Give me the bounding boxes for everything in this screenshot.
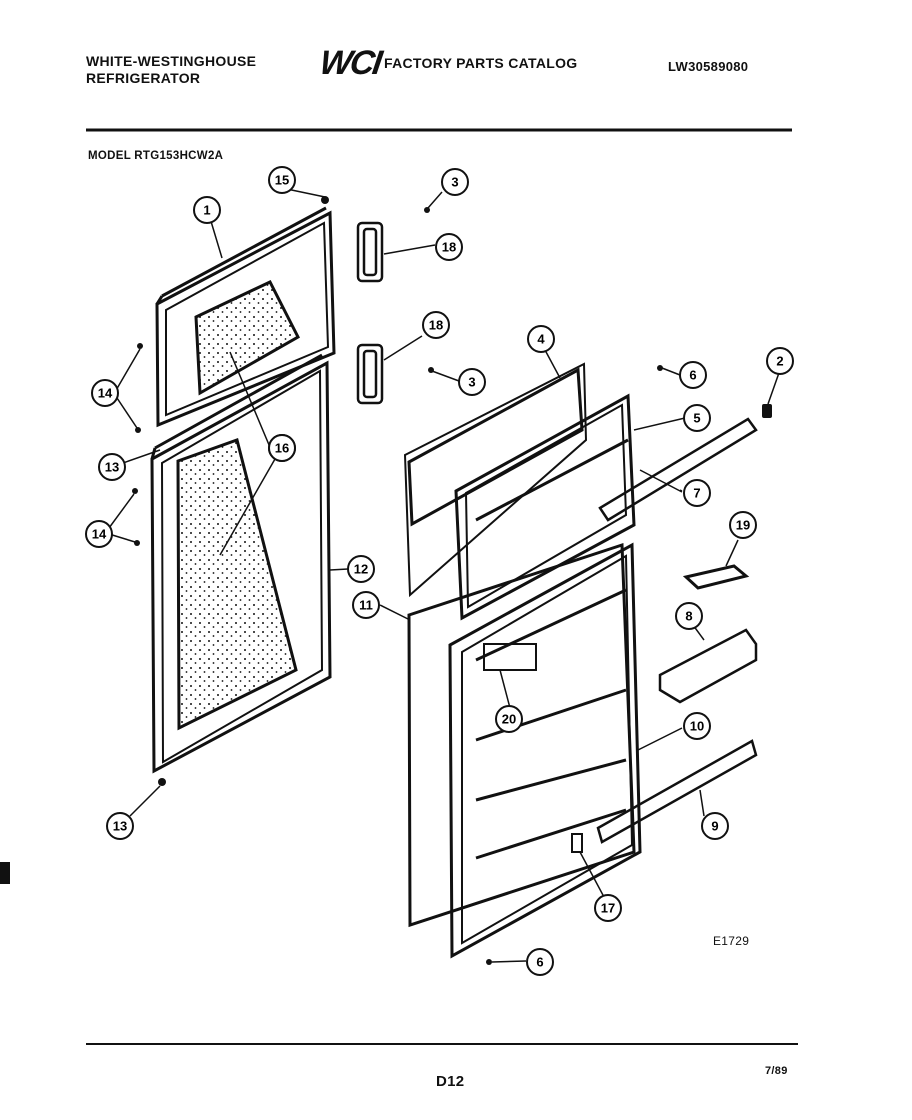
callout-6: 6 — [526, 948, 554, 976]
callout-number: 7 — [693, 486, 700, 501]
callout-number: 6 — [536, 955, 543, 970]
callout-1: 1 — [193, 196, 221, 224]
fresh-food-liner — [448, 542, 642, 959]
hardware-parts — [132, 196, 663, 965]
freezer-gasket — [407, 367, 584, 527]
page-number: D12 — [436, 1073, 465, 1090]
callout-9: 9 — [701, 812, 729, 840]
callout-number: 11 — [359, 598, 373, 613]
door-handles — [356, 221, 384, 405]
callout-group: 1531181814163462513167141219118201013917… — [85, 166, 794, 976]
callout-number: 3 — [468, 375, 475, 390]
callout-17: 17 — [594, 894, 622, 922]
freezer-gasket-frame — [403, 362, 588, 598]
callout-13: 13 — [106, 812, 134, 840]
callout-number: 5 — [693, 411, 700, 426]
catalog-date: 7/89 — [765, 1065, 788, 1077]
callout-5: 5 — [683, 404, 711, 432]
callout-16: 16 — [268, 434, 296, 462]
callout-number: 2 — [776, 354, 783, 369]
manufacturer-name: WHITE-WESTINGHOUSE — [86, 53, 257, 69]
callout-6: 6 — [679, 361, 707, 389]
callout-13: 13 — [98, 453, 126, 481]
callout-11: 11 — [352, 591, 380, 619]
callout-7: 7 — [683, 479, 711, 507]
callout-number: 8 — [685, 609, 692, 624]
callout-3: 3 — [441, 168, 469, 196]
callout-15: 15 — [268, 166, 296, 194]
model-label: MODEL RTG153HCW2A — [88, 150, 224, 162]
callout-number: 17 — [601, 901, 615, 916]
callout-20: 20 — [495, 705, 523, 733]
callout-19: 19 — [729, 511, 757, 539]
door-clip — [571, 833, 583, 853]
callout-number: 13 — [113, 819, 127, 834]
callout-14: 14 — [91, 379, 119, 407]
callout-10: 10 — [683, 712, 711, 740]
callout-number: 12 — [354, 562, 368, 577]
drawing-code: E1729 — [713, 934, 750, 948]
callout-number: 14 — [92, 527, 107, 542]
callout-number: 14 — [98, 386, 113, 401]
callout-18: 18 — [435, 233, 463, 261]
callout-number: 13 — [105, 460, 119, 475]
callout-number: 18 — [429, 318, 443, 333]
callout-number: 3 — [451, 175, 458, 190]
leader-lines — [108, 187, 781, 963]
callout-number: 10 — [690, 719, 704, 734]
callout-number: 15 — [275, 173, 289, 188]
door-shelf — [658, 628, 758, 704]
callout-number: 16 — [275, 441, 289, 456]
shelf-rail — [598, 417, 758, 522]
callout-number: 9 — [711, 819, 718, 834]
end-cap — [762, 404, 772, 418]
product-type: REFRIGERATOR — [86, 70, 201, 86]
freezer-liner — [454, 393, 636, 621]
callout-number: 19 — [736, 518, 750, 533]
callout-12: 12 — [347, 555, 375, 583]
callout-14: 14 — [85, 520, 113, 548]
callout-number: 20 — [502, 712, 516, 727]
callout-3: 3 — [458, 368, 486, 396]
callout-number: 1 — [203, 203, 210, 218]
fresh-food-gasket — [407, 542, 636, 928]
callout-8: 8 — [675, 602, 703, 630]
callout-4: 4 — [527, 325, 555, 353]
callout-number: 18 — [442, 240, 456, 255]
fresh-food-door — [150, 353, 332, 774]
catalog-number: LW30589080 — [668, 59, 749, 74]
bottom-trim — [596, 739, 758, 844]
catalog-title: FACTORY PARTS CATALOG — [384, 55, 578, 71]
callout-number: 4 — [537, 332, 545, 347]
callout-18: 18 — [422, 311, 450, 339]
callout-2: 2 — [766, 347, 794, 375]
butter-bin — [682, 564, 750, 590]
freezer-door — [155, 206, 336, 428]
callout-number: 6 — [689, 368, 696, 383]
scan-edge-mark — [0, 862, 10, 884]
